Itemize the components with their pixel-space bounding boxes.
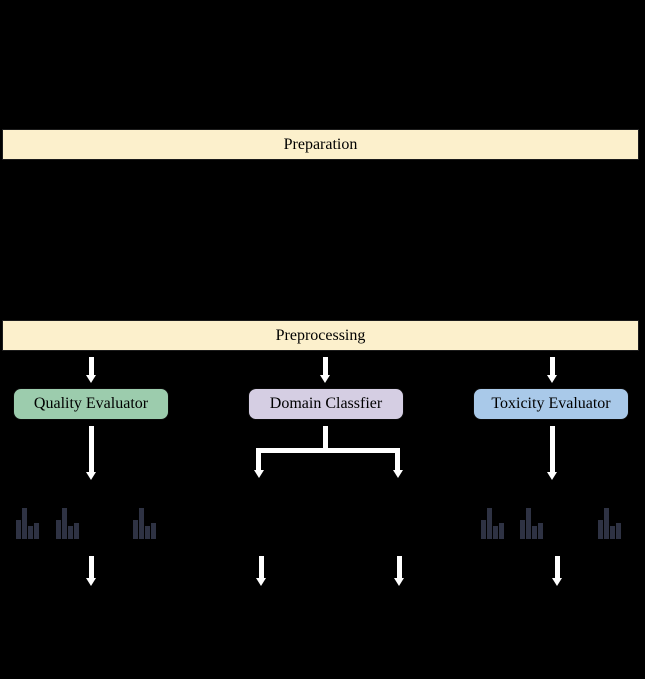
histogram-icon <box>133 507 156 539</box>
arrow-head <box>86 375 96 383</box>
arrow-head <box>547 375 557 383</box>
arrow-stem <box>88 426 94 472</box>
arrow-head <box>320 375 330 383</box>
node-quality-evaluator: Quality Evaluator <box>13 388 169 420</box>
arrow-head <box>86 472 96 480</box>
preparation-banner-label: Preparation <box>283 135 358 153</box>
arrow-down-icon <box>86 556 97 586</box>
node-domain-classifier-label: Domain Classfier <box>269 395 383 412</box>
histogram-icon <box>56 507 79 539</box>
arrow-stem <box>88 556 94 578</box>
arrow-head <box>392 470 403 478</box>
node-quality-evaluator-label: Quality Evaluator <box>33 395 149 412</box>
preprocessing-banner-label: Preprocessing <box>275 326 366 344</box>
node-domain-classifier: Domain Classfier <box>248 388 404 420</box>
node-toxicity-evaluator-label: Toxicity Evaluator <box>491 395 611 412</box>
arrow-head <box>394 578 404 586</box>
arrow-stem <box>258 556 264 578</box>
arrow-down-icon <box>392 453 403 478</box>
arrow-down-icon <box>547 426 558 480</box>
arrow-down-icon <box>256 556 267 586</box>
arrow-stem <box>88 357 94 375</box>
histogram-icon <box>520 507 543 539</box>
preparation-banner: Preparation <box>2 129 639 160</box>
arrow-down-icon <box>86 357 97 383</box>
arrow-down-icon <box>547 357 558 383</box>
arrow-stem <box>396 556 402 578</box>
arrow-down-icon <box>253 453 264 478</box>
t-connector-stem <box>322 426 328 450</box>
t-connector-bar <box>256 448 400 453</box>
arrow-down-icon <box>320 357 331 383</box>
arrow-stem <box>395 453 400 470</box>
arrow-down-icon <box>552 556 563 586</box>
preprocessing-banner: Preprocessing <box>2 320 639 351</box>
arrow-stem <box>554 556 560 578</box>
node-toxicity-evaluator: Toxicity Evaluator <box>473 388 629 420</box>
arrow-head <box>86 578 96 586</box>
arrow-head <box>547 472 557 480</box>
histogram-icon <box>481 507 504 539</box>
arrow-stem <box>549 426 555 472</box>
arrow-head <box>256 578 266 586</box>
arrow-down-icon <box>394 556 405 586</box>
histogram-icon <box>598 507 621 539</box>
arrow-stem <box>322 357 328 375</box>
arrow-head <box>552 578 562 586</box>
arrow-head <box>253 470 264 478</box>
histogram-icon <box>16 507 39 539</box>
arrow-stem <box>549 357 555 375</box>
arrow-down-icon <box>86 426 97 480</box>
arrow-stem <box>256 453 261 470</box>
